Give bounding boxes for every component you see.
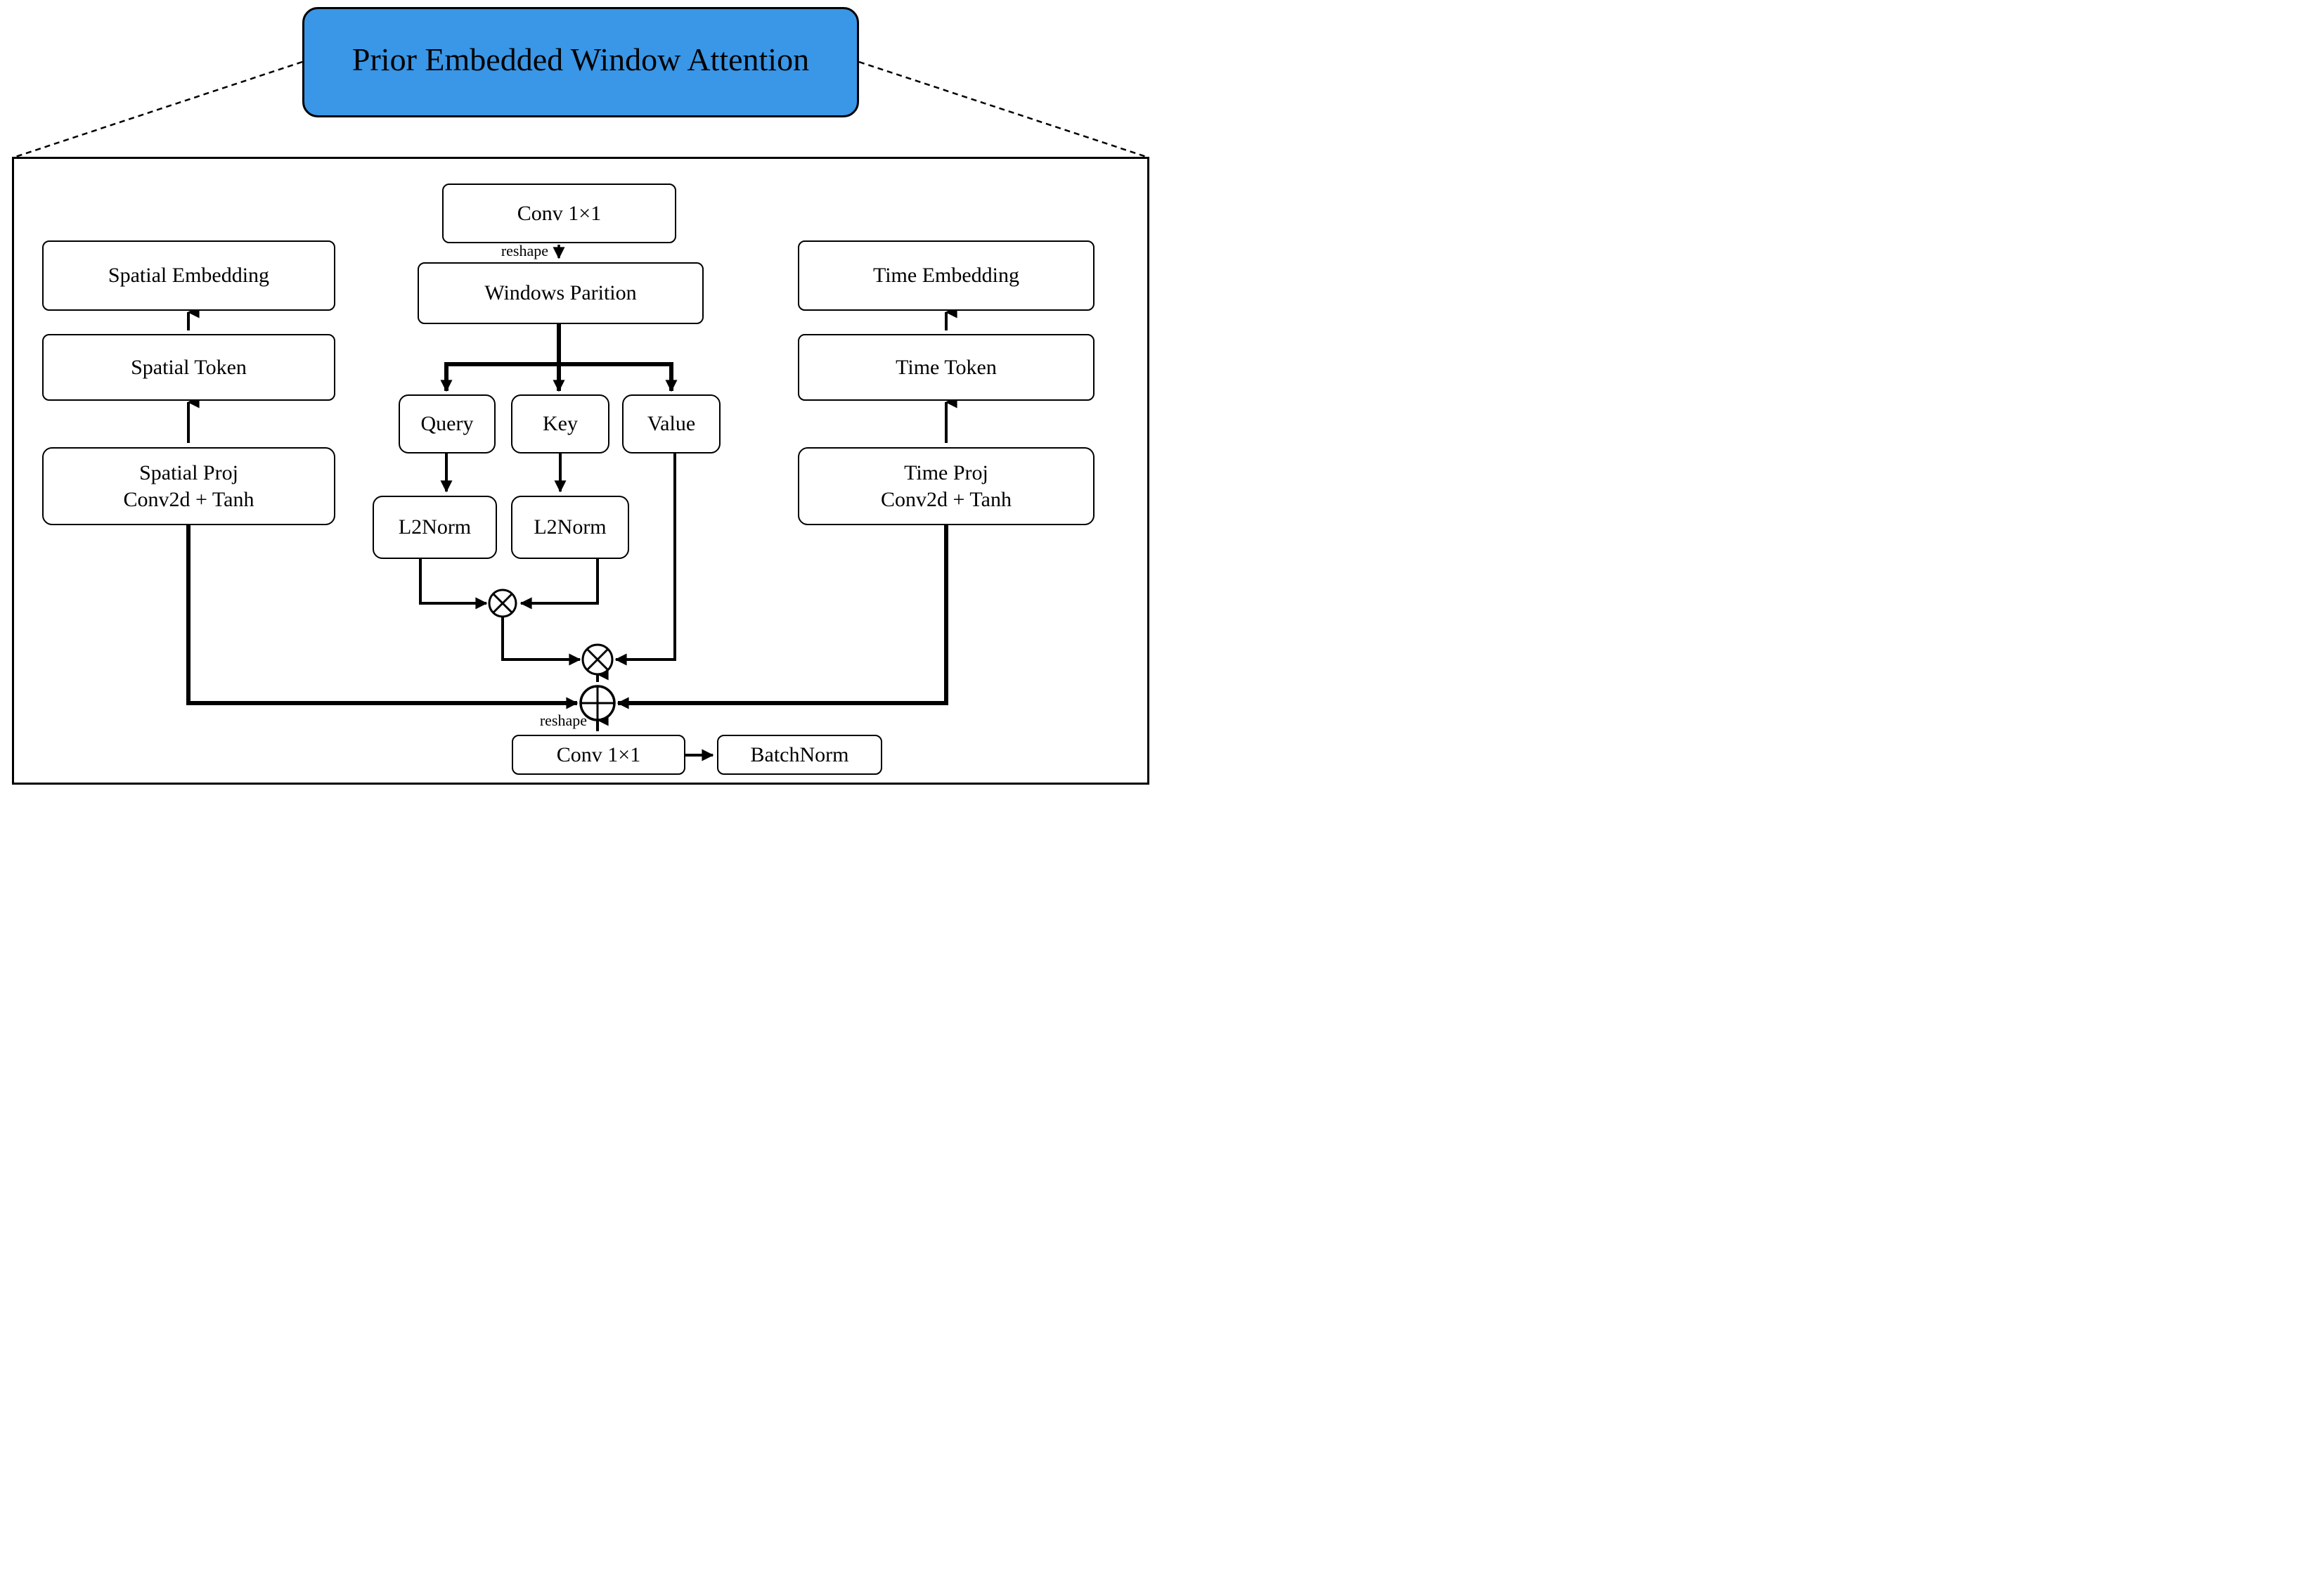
reshape-in-text: reshape bbox=[501, 242, 548, 259]
diagram-title: Prior Embedded Window Attention bbox=[351, 41, 810, 77]
reshape-out-text: reshape bbox=[539, 712, 587, 729]
batchnorm-label: BatchNorm bbox=[750, 742, 849, 766]
time-token-label: Time Token bbox=[896, 355, 997, 379]
title-box: Prior Embedded Window Attention bbox=[302, 7, 859, 117]
time-embedding-box: Time Embedding bbox=[798, 240, 1095, 311]
l2norm-key-label: L2Norm bbox=[534, 515, 607, 539]
matmul-v-icon bbox=[581, 643, 614, 676]
l2norm-query-label: L2Norm bbox=[398, 515, 472, 539]
arrow-l2normq-to-matmul1 bbox=[419, 559, 488, 610]
reshape-out-label: reshape bbox=[492, 712, 587, 730]
windows-partition-box: Windows Parition bbox=[418, 262, 704, 324]
key-label: Key bbox=[543, 412, 578, 436]
spatial-token-label: Spatial Token bbox=[131, 355, 247, 379]
conv-in-label: Conv 1×1 bbox=[517, 201, 602, 225]
spatial-embedding-label: Spatial Embedding bbox=[108, 264, 270, 288]
time-proj-sublabel: Conv2d + Tanh bbox=[881, 487, 1012, 511]
spatial-embedding-box: Spatial Embedding bbox=[42, 240, 335, 311]
arrow-l2normk-to-matmul1 bbox=[519, 559, 599, 610]
l2norm-key-box: L2Norm bbox=[511, 496, 629, 559]
spatial-proj-sublabel: Conv2d + Tanh bbox=[123, 487, 254, 511]
conv-out-label: Conv 1×1 bbox=[556, 742, 641, 766]
key-box: Key bbox=[511, 394, 609, 453]
value-label: Value bbox=[647, 412, 696, 436]
dashed-callout-left bbox=[13, 60, 303, 159]
arrow-matmul1-to-matmul2 bbox=[501, 617, 581, 666]
windows-partition-label: Windows Parition bbox=[484, 281, 637, 305]
query-label: Query bbox=[420, 412, 474, 436]
conv-out-box: Conv 1×1 bbox=[512, 735, 685, 775]
connector-layer bbox=[13, 60, 1149, 761]
spatial-proj-box: Spatial Proj Conv2d + Tanh bbox=[42, 447, 335, 525]
dashed-callout-right bbox=[858, 60, 1149, 159]
arrow-value-to-matmul2 bbox=[614, 453, 676, 666]
diagram-page: Prior Embedded Window Attention bbox=[0, 0, 1162, 794]
value-box: Value bbox=[622, 394, 721, 453]
time-embedding-label: Time Embedding bbox=[872, 264, 1020, 288]
spatial-token-box: Spatial Token bbox=[42, 334, 335, 401]
arrow-spatialproj-to-add bbox=[186, 525, 579, 709]
reshape-in-label: reshape bbox=[450, 242, 548, 260]
time-token-box: Time Token bbox=[798, 334, 1095, 401]
batchnorm-box: BatchNorm bbox=[717, 735, 882, 775]
time-proj-box: Time Proj Conv2d + Tanh bbox=[798, 447, 1095, 525]
query-box: Query bbox=[399, 394, 496, 453]
l2norm-query-box: L2Norm bbox=[373, 496, 497, 559]
matmul-qk-icon bbox=[488, 588, 517, 618]
arrow-timeproj-to-add bbox=[616, 525, 948, 709]
time-proj-label: Time Proj bbox=[904, 461, 988, 484]
add-prior-icon bbox=[579, 685, 616, 721]
conv-in-box: Conv 1×1 bbox=[442, 184, 676, 243]
spatial-proj-label: Spatial Proj bbox=[139, 461, 238, 484]
